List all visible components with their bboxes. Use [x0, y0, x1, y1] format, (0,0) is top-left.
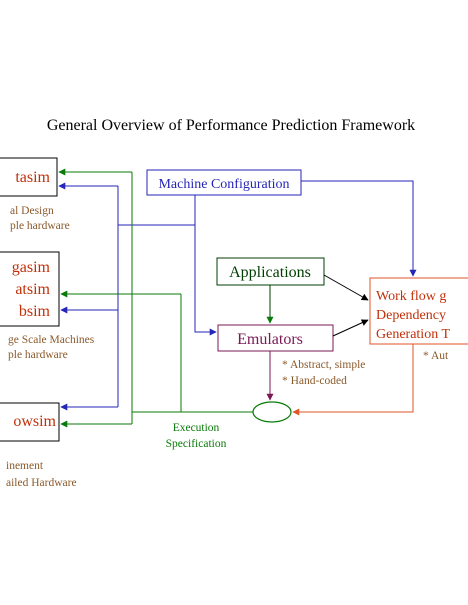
tasim-label: tasim [15, 169, 50, 186]
emulators-note-2: * Hand-coded [282, 375, 347, 387]
emulators-note-1: * Abstract, simple [282, 359, 365, 371]
execution-label-2: Specification [166, 438, 227, 450]
machine-to-emulators-arrow [194, 195, 217, 336]
applications-label: Applications [229, 264, 311, 281]
workflow-label-3: Generation T [376, 327, 450, 342]
workflow-to-execution-arrow [292, 344, 414, 416]
applications-to-workflow-arrow [323, 274, 369, 301]
execution-to-left-bus-line [180, 294, 253, 413]
group2-note-2: ple hardware [8, 349, 68, 361]
sim-group-box [0, 251, 60, 327]
tasim-box [0, 157, 58, 197]
execution-specification-node [252, 401, 292, 423]
machine-configuration-box [146, 169, 302, 196]
emulators-label: Emulators [237, 331, 303, 348]
workflow-note-1: * Aut [423, 350, 449, 362]
bsim-label: bsim [19, 303, 51, 320]
green-outer-bus-line [131, 172, 253, 413]
owsim-note-1: inement [6, 460, 44, 472]
owsim-note-2: ailed Hardware [6, 477, 77, 489]
workflow-box [369, 277, 468, 345]
emulators-box [217, 324, 334, 352]
execution-label-1: Execution [173, 422, 220, 434]
diagram-title: General Overview of Performance Predicti… [47, 117, 415, 134]
group2-note-1: ge Scale Machines [8, 334, 95, 346]
atsim-label: atsim [15, 281, 50, 298]
machine-to-workflow-arrow [301, 180, 417, 277]
workflow-label-1: Work flow g [376, 289, 446, 304]
owsim-label: owsim [13, 413, 56, 430]
emulators-to-workflow-arrow [332, 319, 369, 337]
machine-configuration-label: Machine Configuration [158, 177, 289, 192]
workflow-label-2: Dependency [376, 308, 446, 323]
tasim-note-2: ple hardware [10, 220, 70, 232]
gasim-label: gasim [12, 259, 51, 276]
tasim-note-1: al Design [10, 205, 54, 217]
owsim-box [0, 402, 60, 442]
